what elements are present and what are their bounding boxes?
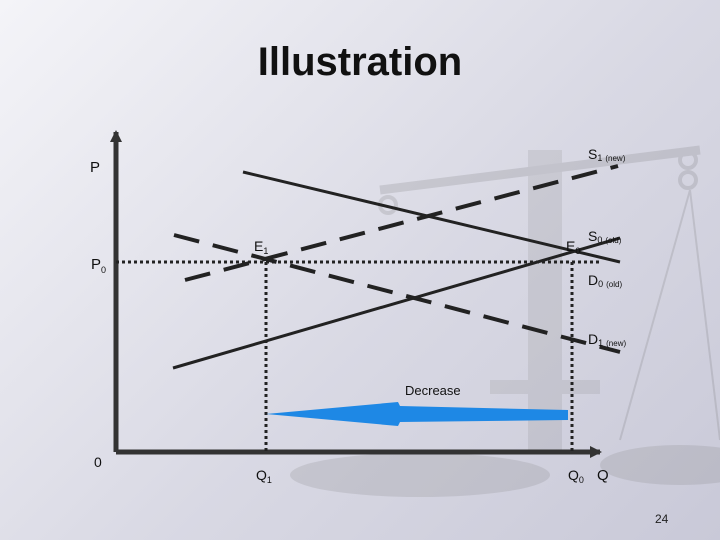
demand-new-curve xyxy=(173,233,621,354)
demand-old-label: D0(old) xyxy=(588,272,622,289)
supply-new-curve xyxy=(184,164,619,282)
supply-old-label: S0(old) xyxy=(588,228,622,245)
q1-label: Q1 xyxy=(256,467,272,485)
q0-label: Q0 xyxy=(568,467,584,485)
equilibrium-new-label: E1 xyxy=(254,238,268,256)
x-axis-label: Q xyxy=(597,467,609,484)
y-axis-label: P xyxy=(90,159,100,176)
decrease-label: Decrease xyxy=(405,383,461,398)
demand-new-label: D1(new) xyxy=(588,331,626,348)
supply-new-label: S1(new) xyxy=(588,146,626,163)
origin-label: 0 xyxy=(94,454,102,470)
price-label: P0 xyxy=(91,256,106,275)
slide-title: Illustration xyxy=(257,40,463,84)
supply-old-curve xyxy=(172,236,621,370)
decrease-arrow xyxy=(266,402,568,426)
equilibrium-old-label: E0 xyxy=(566,238,580,256)
page-number: 24 xyxy=(655,512,669,526)
